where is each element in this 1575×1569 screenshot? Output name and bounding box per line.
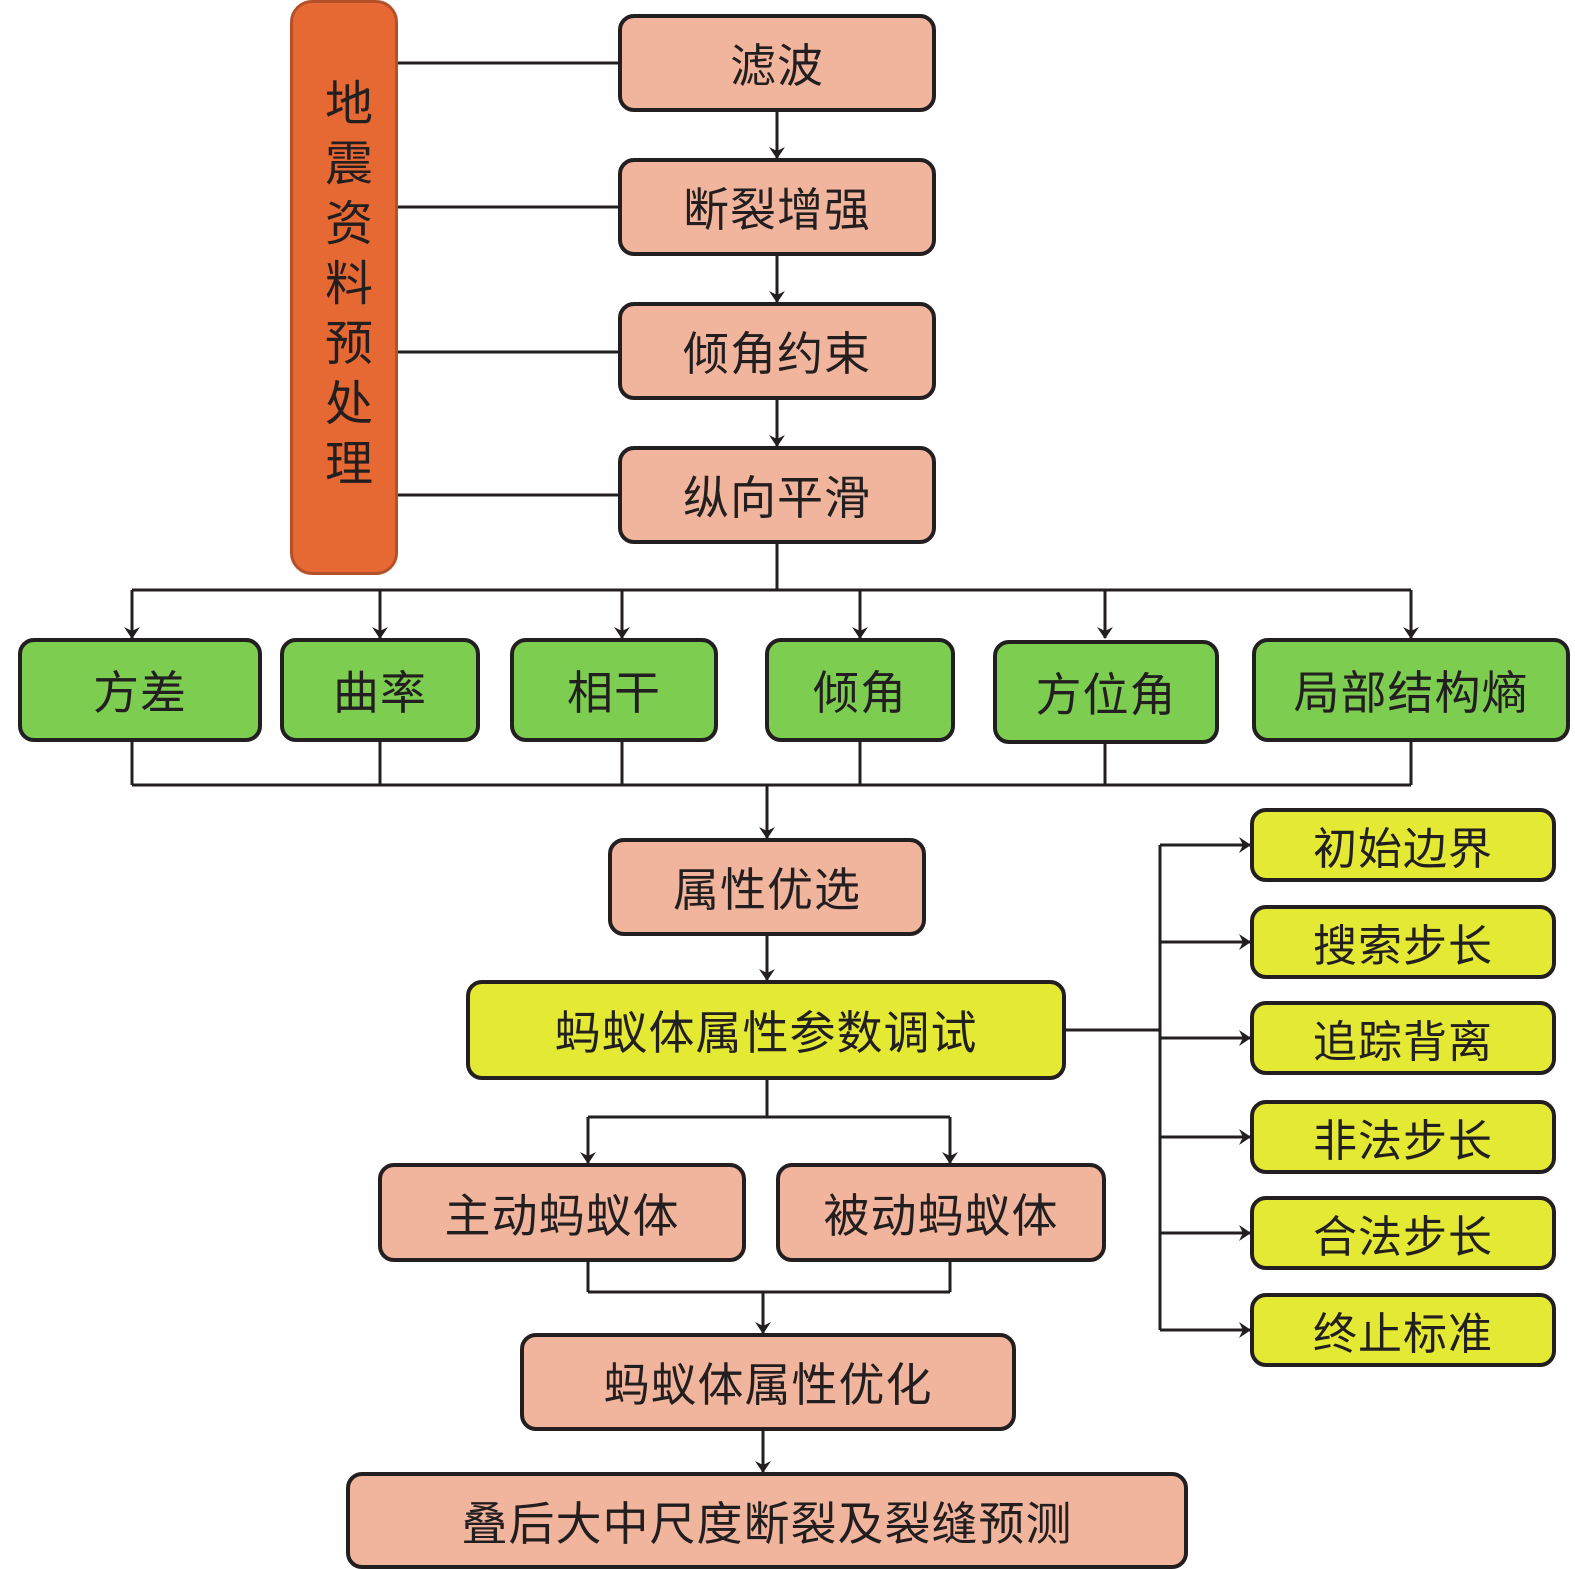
param-label: 追踪背离 [1313,1017,1493,1068]
step-dip-constraint: 倾角约束 [618,302,936,400]
attribute-coherence: 相干 [510,638,718,742]
step-filtering: 滤波 [618,14,936,112]
attribute-dip: 倾角 [765,638,955,742]
attribute-label: 倾角 [813,666,907,720]
attribute-label: 局部结构熵 [1293,666,1529,720]
param-search-step: 搜索步长 [1250,905,1556,979]
attribute-variance: 方差 [18,638,262,742]
step-label: 滤波 [730,39,824,93]
param-legal-step: 合法步长 [1250,1196,1556,1270]
step-vertical-smoothing: 纵向平滑 [618,446,936,544]
param-label: 搜索步长 [1313,921,1493,972]
param-label: 终止标准 [1313,1309,1493,1360]
active-ant: 主动蚂蚁体 [378,1163,746,1262]
ant-parameter-tuning: 蚂蚁体属性参数调试 [466,980,1066,1080]
passive-ant: 被动蚂蚁体 [776,1163,1106,1262]
attribute-label: 方位角 [1035,668,1177,722]
param-label: 非法步长 [1313,1116,1493,1167]
param-tracking-deviation: 追踪背离 [1250,1001,1556,1075]
ant-optimization: 蚂蚁体属性优化 [520,1333,1016,1431]
ant-type-label: 主动蚂蚁体 [444,1188,680,1243]
param-label: 合法步长 [1313,1212,1493,1263]
attribute-azimuth: 方位角 [993,640,1219,744]
ant-type-label: 被动蚂蚁体 [823,1188,1059,1243]
final-prediction: 叠后大中尺度断裂及裂缝预测 [346,1472,1188,1569]
attribute-selection: 属性优选 [608,838,926,936]
attribute-label: 方差 [93,666,187,720]
preprocessing-group: 地震资料预处理 [290,0,398,575]
param-label: 初始边界 [1313,824,1493,875]
final-prediction-label: 叠后大中尺度断裂及裂缝预测 [461,1496,1073,1551]
param-initial-boundary: 初始边界 [1250,808,1556,882]
step-label: 纵向平滑 [683,471,871,525]
step-label: 倾角约束 [683,327,871,381]
attribute-local-structure-entropy: 局部结构熵 [1252,638,1570,742]
step-label: 断裂增强 [683,183,871,237]
preprocessing-group-label: 地震资料预处理 [316,77,372,498]
step-fault-enhancement: 断裂增强 [618,158,936,256]
attribute-label: 相干 [567,666,661,720]
param-stop-criterion: 终止标准 [1250,1293,1556,1367]
attribute-curvature: 曲率 [280,638,480,742]
attribute-label: 曲率 [333,666,427,720]
attribute-selection-label: 属性优选 [673,863,861,917]
param-illegal-step: 非法步长 [1250,1100,1556,1174]
ant-optimization-label: 蚂蚁体属性优化 [603,1358,933,1412]
ant-parameter-tuning-label: 蚂蚁体属性参数调试 [554,1006,978,1060]
